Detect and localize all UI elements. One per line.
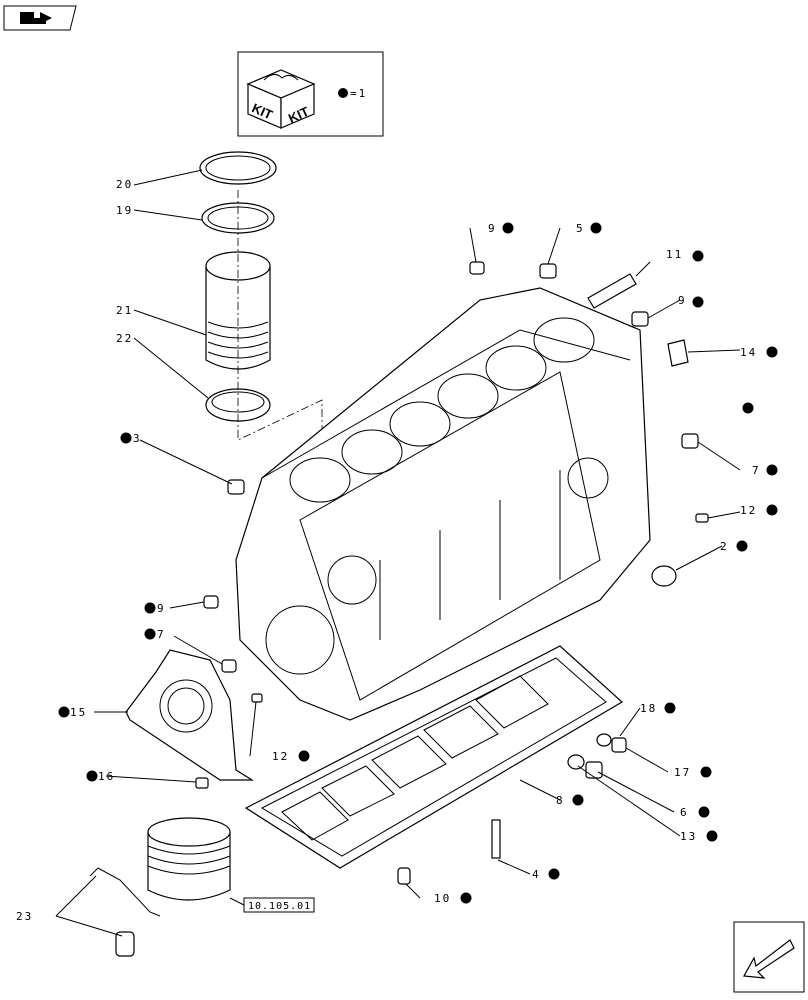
callout-7b[interactable]: 7 [157,628,166,641]
callout-22[interactable]: 22 [116,332,133,345]
callout-8[interactable]: 8 [556,794,565,807]
callout-9a[interactable]: 9 [488,222,497,235]
callout-13[interactable]: 13 [680,830,697,843]
engine-block [235,287,651,721]
callout-15[interactable]: 15 [70,706,87,719]
callout-11[interactable]: 11 [666,248,683,261]
book-icon[interactable] [3,5,77,31]
callout-7a[interactable]: 7 [752,464,761,477]
callout-17[interactable]: 17 [674,766,691,779]
clip-and-bolt [55,867,161,957]
leader-lines [94,169,741,899]
reference-text[interactable]: 10.105.01 [248,901,311,912]
callout-19[interactable]: 19 [116,204,133,217]
callout-9b[interactable]: 9 [678,294,687,307]
arrow-icon[interactable] [733,921,805,993]
callout-3[interactable]: 3 [133,432,142,445]
callout-23[interactable]: 23 [16,910,33,923]
kit-bullet [338,88,348,98]
callout-9c[interactable]: 9 [157,602,166,615]
callout-21[interactable]: 21 [116,304,133,317]
callout-6[interactable]: 6 [680,806,689,819]
callout-10[interactable]: 10 [434,892,451,905]
callout-12a[interactable]: 12 [740,504,757,517]
callout-20[interactable]: 20 [116,178,133,191]
gasket [244,645,624,869]
callout-12b[interactable]: 12 [272,750,289,763]
kit-legend-text: =1 [350,87,367,100]
kit-legend-box: KIT KIT =1 [237,51,384,137]
callout-2[interactable]: 2 [720,540,729,553]
kit-box-icon: KIT KIT [246,69,316,129]
callouts: 20 19 21 22 9 5 11 9 14 3 7 12 2 9 7 15 … [16,178,778,923]
liner-stack [199,151,323,460]
callout-5[interactable]: 5 [576,222,585,235]
callout-4[interactable]: 4 [532,868,541,881]
callout-18[interactable]: 18 [640,702,657,715]
callout-14[interactable]: 14 [740,346,757,359]
piston: 10.105.01 [147,817,315,913]
seal-housing [125,649,255,781]
callout-16[interactable]: 16 [98,770,115,783]
